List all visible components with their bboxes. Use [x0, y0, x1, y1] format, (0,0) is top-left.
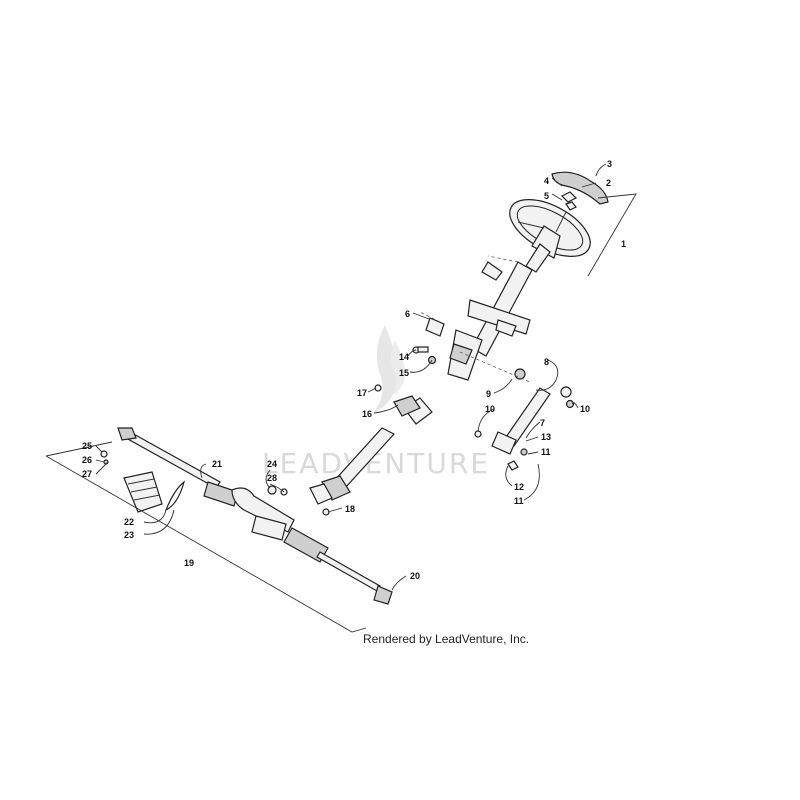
callout-4: 4 — [544, 176, 549, 186]
leader-22-23 — [143, 509, 175, 535]
callout-21: 21 — [212, 459, 222, 469]
wheel-nut — [560, 191, 578, 211]
watermark-logo — [373, 325, 405, 413]
leader-18-top — [367, 387, 377, 393]
callout-10-right: 10 — [580, 404, 590, 414]
callout-10-left: 10 — [485, 404, 495, 414]
callout-12: 11 — [514, 496, 524, 506]
callout-9: 9 — [486, 389, 491, 399]
leader-7 — [525, 421, 541, 439]
small-fasteners — [100, 450, 109, 465]
callout-24: 24 — [267, 459, 277, 469]
leader-10-right — [571, 402, 579, 409]
leader-4 — [551, 177, 563, 187]
bracket-19 — [45, 441, 367, 633]
leader-16 — [409, 359, 433, 373]
leader-2 — [581, 182, 597, 188]
leader-15 — [407, 349, 417, 357]
intermediate-shaft — [309, 384, 433, 516]
leader-20 — [391, 575, 407, 591]
leader-25-27 — [95, 445, 109, 475]
leader-5 — [551, 193, 563, 201]
render-credit: Rendered by LeadVenture, Inc. — [363, 632, 529, 646]
tie-strap — [164, 480, 186, 512]
dashed-guides — [419, 255, 531, 383]
callout-22: 22 — [124, 517, 134, 527]
bracket-1 — [587, 193, 637, 277]
leader-8 — [535, 359, 559, 391]
steering-column — [447, 261, 533, 381]
callout-3: 3 — [607, 159, 612, 169]
steering-wheel — [509, 199, 591, 273]
leader-14 — [525, 436, 539, 442]
callout-6: 6 — [405, 309, 410, 319]
rack-boot-left — [123, 471, 163, 513]
callout-18-bottom: 18 — [345, 504, 355, 514]
callout-27: 27 — [82, 469, 92, 479]
callout-17: 16 — [362, 409, 372, 419]
leader-9 — [493, 378, 513, 394]
callout-13: 12 — [514, 482, 524, 492]
leader-21 — [200, 463, 207, 479]
leader-17 — [373, 404, 399, 414]
bolts-15-16 — [412, 346, 437, 365]
callout-26: 26 — [82, 455, 92, 465]
leader-24-28 — [265, 469, 285, 493]
callout-28: 28 — [267, 473, 277, 483]
leader-13-12 — [505, 463, 540, 501]
callout-18-top: 17 — [357, 388, 367, 398]
leader-18-bottom — [327, 507, 343, 513]
callout-20: 20 — [410, 571, 420, 581]
leader-11 — [527, 451, 539, 455]
bracket-6 — [425, 317, 445, 337]
leader-3 — [595, 163, 607, 177]
steering-damper — [474, 368, 575, 471]
callout-19: 19 — [184, 558, 194, 568]
callout-23: 23 — [124, 530, 134, 540]
callout-8: 8 — [544, 357, 549, 367]
callout-11: 11 — [541, 447, 551, 457]
callout-1: 1 — [621, 239, 626, 249]
callout-7: 7 — [540, 418, 545, 428]
callout-14: 13 — [541, 432, 551, 442]
callout-5: 5 — [544, 191, 549, 201]
leader-6 — [412, 312, 430, 320]
leader-10-left — [477, 408, 495, 432]
callout-2: 2 — [606, 178, 611, 188]
callout-16: 15 — [399, 368, 409, 378]
callout-15: 14 — [399, 352, 409, 362]
callout-25: 25 — [82, 441, 92, 451]
rack-and-pinion — [117, 427, 393, 605]
